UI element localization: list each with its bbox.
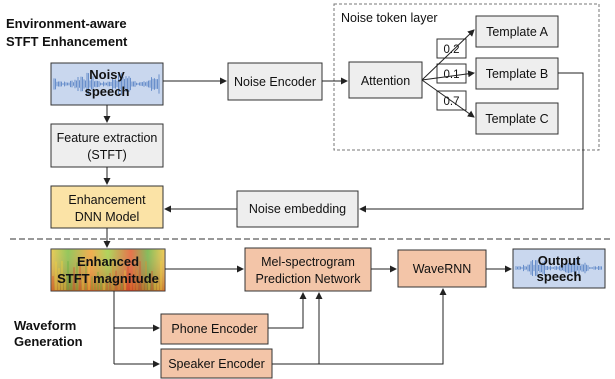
enhanced-stft-label-line2: STFT magnitude bbox=[57, 271, 159, 286]
attention-box bbox=[348, 61, 423, 99]
output-speech-label-line1: Output bbox=[538, 253, 581, 268]
mel-prediction-label-line1: Mel-spectrogram bbox=[261, 255, 355, 269]
attention-label: Attention bbox=[361, 74, 410, 88]
speaker-encoder-label: Speaker Encoder bbox=[168, 357, 265, 371]
stft-section-title-line2: STFT Enhancement bbox=[6, 34, 128, 49]
template-a-label: Template A bbox=[486, 25, 549, 39]
mel-prediction-label-line2: Prediction Network bbox=[256, 272, 362, 286]
noisy-speech-node: Noisy speech bbox=[50, 62, 164, 106]
output-speech-label-line2: speech bbox=[537, 269, 582, 284]
weight-a-label: 0.2 bbox=[444, 44, 460, 56]
feature-extraction-box bbox=[50, 123, 164, 168]
arrow-attention-to-template-c bbox=[421, 79, 475, 118]
template-c-label: Template C bbox=[485, 112, 548, 126]
noisy-speech-label-line1: Noisy bbox=[89, 67, 125, 82]
weight-a-box bbox=[436, 38, 467, 59]
output-speech-node: Output speech bbox=[512, 248, 606, 289]
waveform-section-title-line1: Waveform bbox=[14, 318, 76, 333]
spectrogram-texture bbox=[52, 260, 162, 290]
wavernn-label: WaveRNN bbox=[413, 262, 472, 276]
arrow-template-b-to-noise-embedding bbox=[359, 72, 584, 213]
noisy-waveform-icon bbox=[53, 72, 160, 96]
arrow-attention-to-template-a bbox=[421, 29, 475, 81]
enhancement-dnn-label-line1: Enhancement bbox=[68, 193, 146, 207]
enhancement-dnn-label-line2: DNN Model bbox=[75, 210, 140, 224]
noise-embedding-label: Noise embedding bbox=[249, 202, 346, 216]
weight-c-label: 0.7 bbox=[444, 96, 460, 108]
feature-extraction-label-line2: (STFT) bbox=[87, 148, 127, 162]
arrow-phone-encoder-to-mel bbox=[268, 292, 307, 329]
arrow-speaker-encoder-to-wavernn bbox=[319, 288, 447, 365]
template-b-label: Template B bbox=[486, 67, 549, 81]
noise-encoder-label: Noise Encoder bbox=[234, 75, 316, 89]
noisy-speech-label-line2: speech bbox=[85, 84, 130, 99]
noise-token-layer-label: Noise token layer bbox=[341, 11, 438, 25]
weight-b-box bbox=[436, 63, 467, 84]
wavernn-box bbox=[397, 249, 487, 288]
output-waveform-icon bbox=[515, 258, 602, 278]
enhancement-dnn-box bbox=[50, 185, 164, 229]
template-b-box bbox=[475, 57, 559, 90]
weight-b-label: 0.1 bbox=[444, 69, 460, 81]
waveform-section-title-line2: Generation bbox=[14, 334, 83, 349]
mel-prediction-box bbox=[244, 247, 372, 292]
enhanced-stft-node: Enhanced STFT magnitude bbox=[50, 248, 166, 292]
template-a-box bbox=[475, 15, 559, 48]
phone-encoder-box bbox=[160, 313, 269, 345]
noise-token-layer-region bbox=[333, 3, 600, 151]
stft-section-title-line1: Environment-aware bbox=[6, 16, 127, 31]
noise-embedding-box bbox=[236, 190, 359, 228]
enhanced-stft-label-line1: Enhanced bbox=[77, 254, 139, 269]
noise-encoder-box bbox=[227, 62, 323, 101]
feature-extraction-label-line1: Feature extraction bbox=[57, 131, 158, 145]
template-c-box bbox=[475, 102, 559, 135]
phone-encoder-label: Phone Encoder bbox=[171, 322, 257, 336]
arrow-attention-to-template-b bbox=[421, 70, 475, 81]
